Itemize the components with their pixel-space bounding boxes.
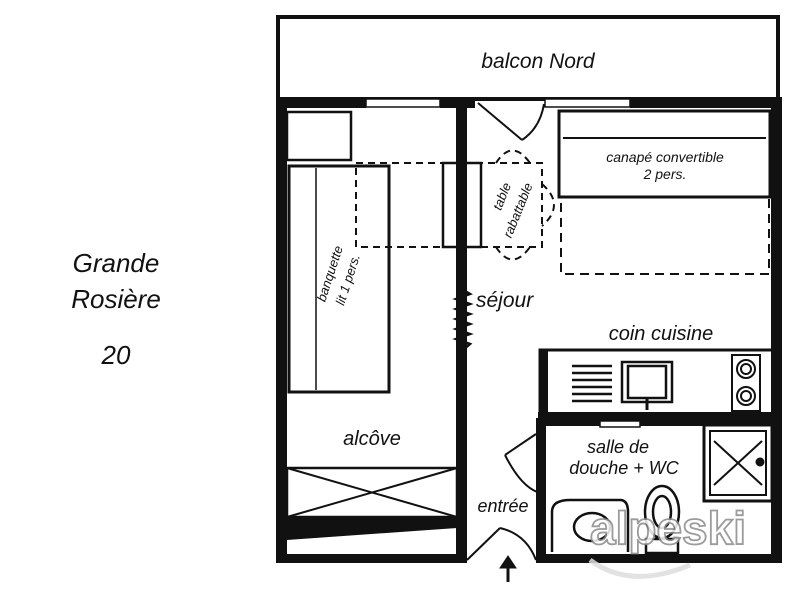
alcove-label: alcôve [343, 428, 401, 450]
toilet-icon [643, 484, 681, 555]
washbasin-icon [550, 498, 630, 552]
hob-icon [731, 354, 761, 412]
building-number: 20 [101, 340, 131, 370]
sofa-label-line1: canapé convertible [606, 149, 724, 165]
watermark-text: alpeski [590, 502, 746, 554]
entrance-arrow-icon [499, 555, 517, 582]
bathroom-door [504, 433, 538, 493]
bathroom-label-line1: salle de [587, 437, 649, 457]
entrance-door [466, 527, 537, 561]
building-name-line2: Rosière [71, 284, 161, 314]
drainer-icon [572, 364, 612, 403]
sink-icon [620, 360, 674, 410]
balcony-label: balcon Nord [481, 50, 596, 73]
radiator-icon [452, 288, 474, 351]
kitchen-counter [538, 348, 776, 420]
entrance-label: entrée [477, 496, 528, 516]
bench-bed [287, 164, 391, 394]
kitchen-label: coin cuisine [609, 323, 714, 345]
living-label: séjour [476, 289, 534, 312]
bathroom-walls [536, 418, 774, 560]
window-left [365, 98, 441, 108]
sofa-bed [557, 109, 772, 275]
alpeski-logo: alpeski [588, 501, 747, 579]
shower-icon [702, 423, 774, 503]
cabinet [285, 110, 353, 162]
sofa-label-line2: 2 pers. [643, 166, 687, 182]
alcove-wardrobe [285, 466, 459, 540]
window-right [544, 98, 631, 108]
building-name-line1: Grande [72, 248, 160, 278]
balcony-door [477, 102, 545, 141]
balcony-outline [276, 15, 780, 101]
bathroom-label-line2: douche + WC [569, 458, 680, 478]
